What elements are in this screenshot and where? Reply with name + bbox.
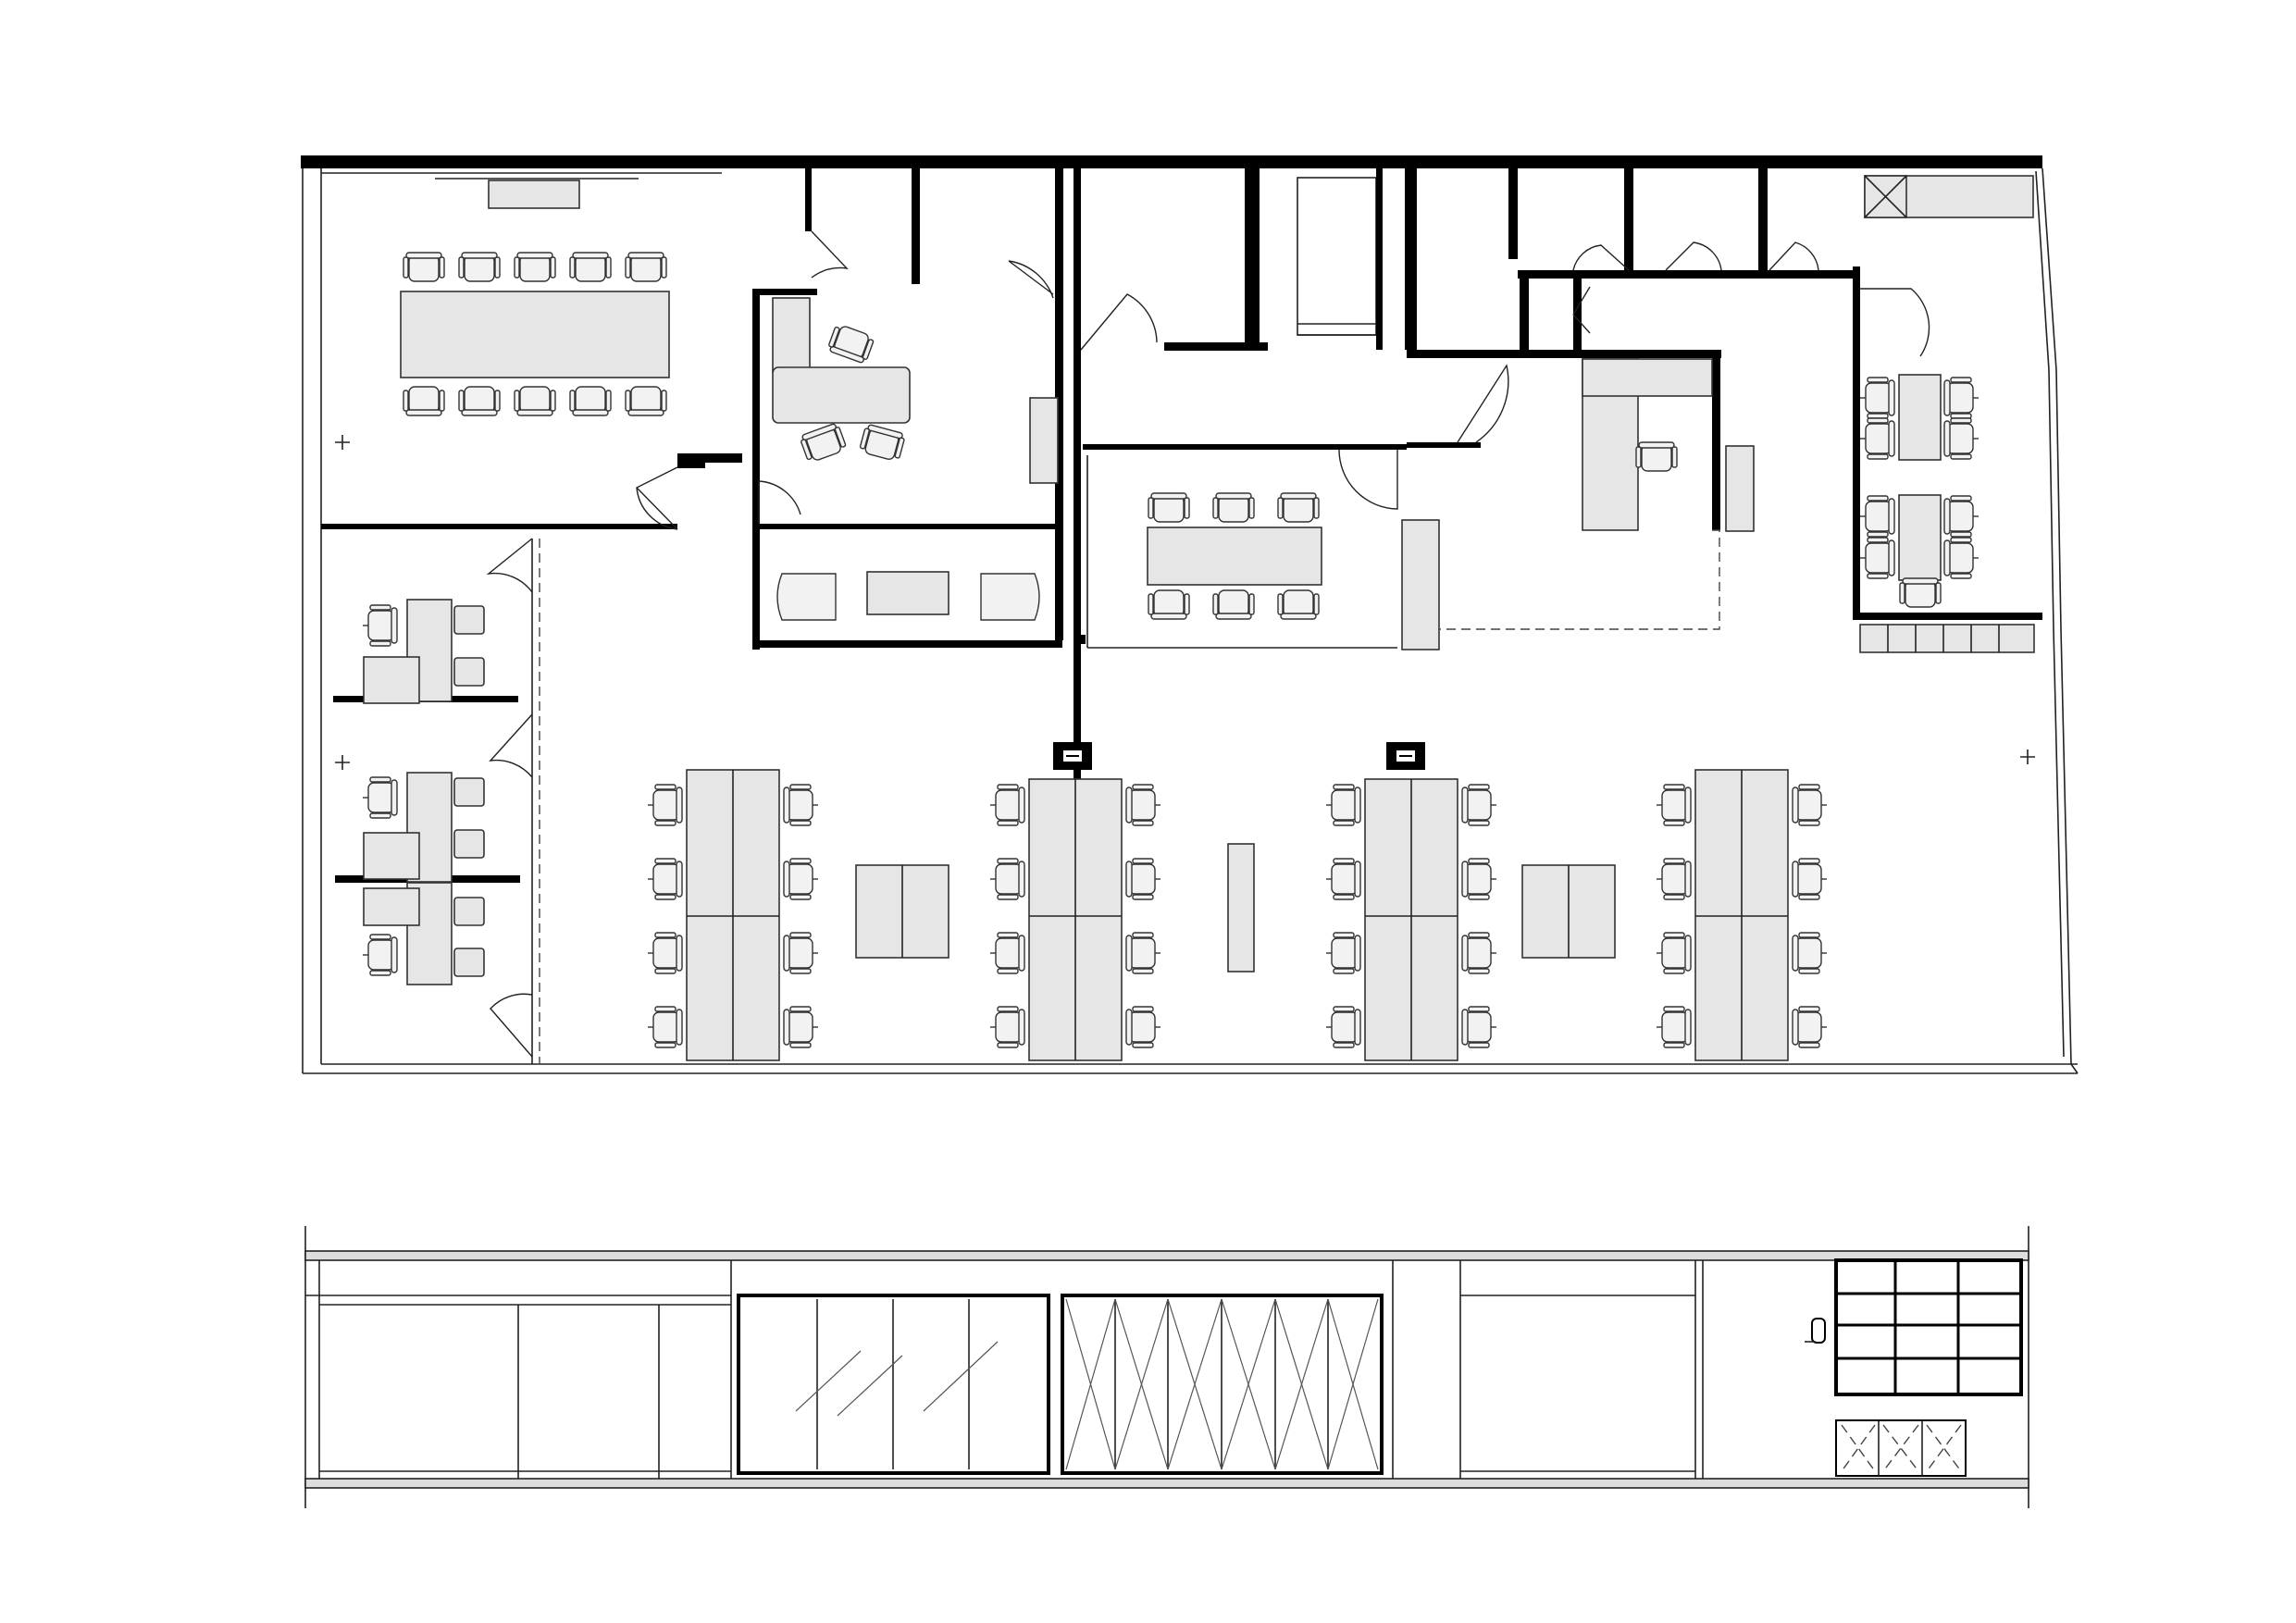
office-chair-icon (1792, 858, 1828, 900)
meeting-table (1147, 527, 1322, 586)
credenza (488, 180, 580, 209)
interior-elevation (304, 1226, 2029, 1508)
folding-partition-icon (1221, 1298, 1276, 1470)
folding-partition-icon (1327, 1298, 1379, 1470)
office-chair-icon (647, 1006, 683, 1048)
north-exterior-wall (301, 155, 2042, 168)
office-chair-icon (1125, 1006, 1161, 1048)
office-chair-icon (1656, 932, 1692, 974)
office-chair-icon (1325, 932, 1361, 974)
office-chair-icon (647, 932, 683, 974)
office-chair-icon (1792, 784, 1828, 826)
office-chair-icon (1325, 784, 1361, 826)
office-chair-icon (1125, 932, 1161, 974)
meeting-room (1074, 168, 1860, 779)
office-chair-icon (1461, 784, 1497, 826)
office-chair-icon (1461, 1006, 1497, 1048)
column-markers (1053, 742, 1425, 770)
folding-partition-icon (1114, 1298, 1169, 1470)
office-chair-icon (783, 858, 819, 900)
office-chair-icon (989, 784, 1025, 826)
private-offices (333, 538, 540, 1064)
office-chair-icon (783, 1006, 819, 1048)
reception (1439, 358, 1755, 630)
open-plan-workstations (647, 769, 1828, 1061)
east-curtain-wall (2042, 167, 2079, 1074)
workstation-cluster (647, 769, 819, 1061)
office-chair-icon (1461, 932, 1497, 974)
executive-office (752, 168, 1063, 650)
folding-partition-icon (1167, 1298, 1222, 1470)
workstation-cluster (989, 778, 1161, 1061)
office-chair-icon (783, 784, 819, 826)
office-chair-icon (1656, 858, 1692, 900)
office-chair-icon (1461, 858, 1497, 900)
folding-partition-icon (1065, 1298, 1116, 1470)
folding-partition-icon (1274, 1298, 1329, 1470)
office-chair-icon (1325, 858, 1361, 900)
printer-bench (1227, 843, 1255, 973)
office-chair-icon (1325, 1006, 1361, 1048)
office-chair-icon (647, 858, 683, 900)
office-chair-icon (989, 1006, 1025, 1048)
boardroom-table (400, 291, 670, 378)
office-chair-icon (1125, 784, 1161, 826)
break-room (1853, 175, 2042, 764)
office-chair-icon (647, 784, 683, 826)
office-chair-icon (1656, 784, 1692, 826)
office-chair-icon (1792, 932, 1828, 974)
office-chair-icon (783, 932, 819, 974)
office-chair-icon (1792, 1006, 1828, 1048)
office-chair-icon (989, 932, 1025, 974)
boardroom (321, 172, 742, 530)
floor-plan (301, 155, 2079, 1074)
workstation-cluster (1656, 769, 1828, 1061)
workstation-cluster (1325, 778, 1497, 1061)
office-chair-icon (1125, 858, 1161, 900)
office-chair-icon (989, 858, 1025, 900)
office-chair-icon (1656, 1006, 1692, 1048)
